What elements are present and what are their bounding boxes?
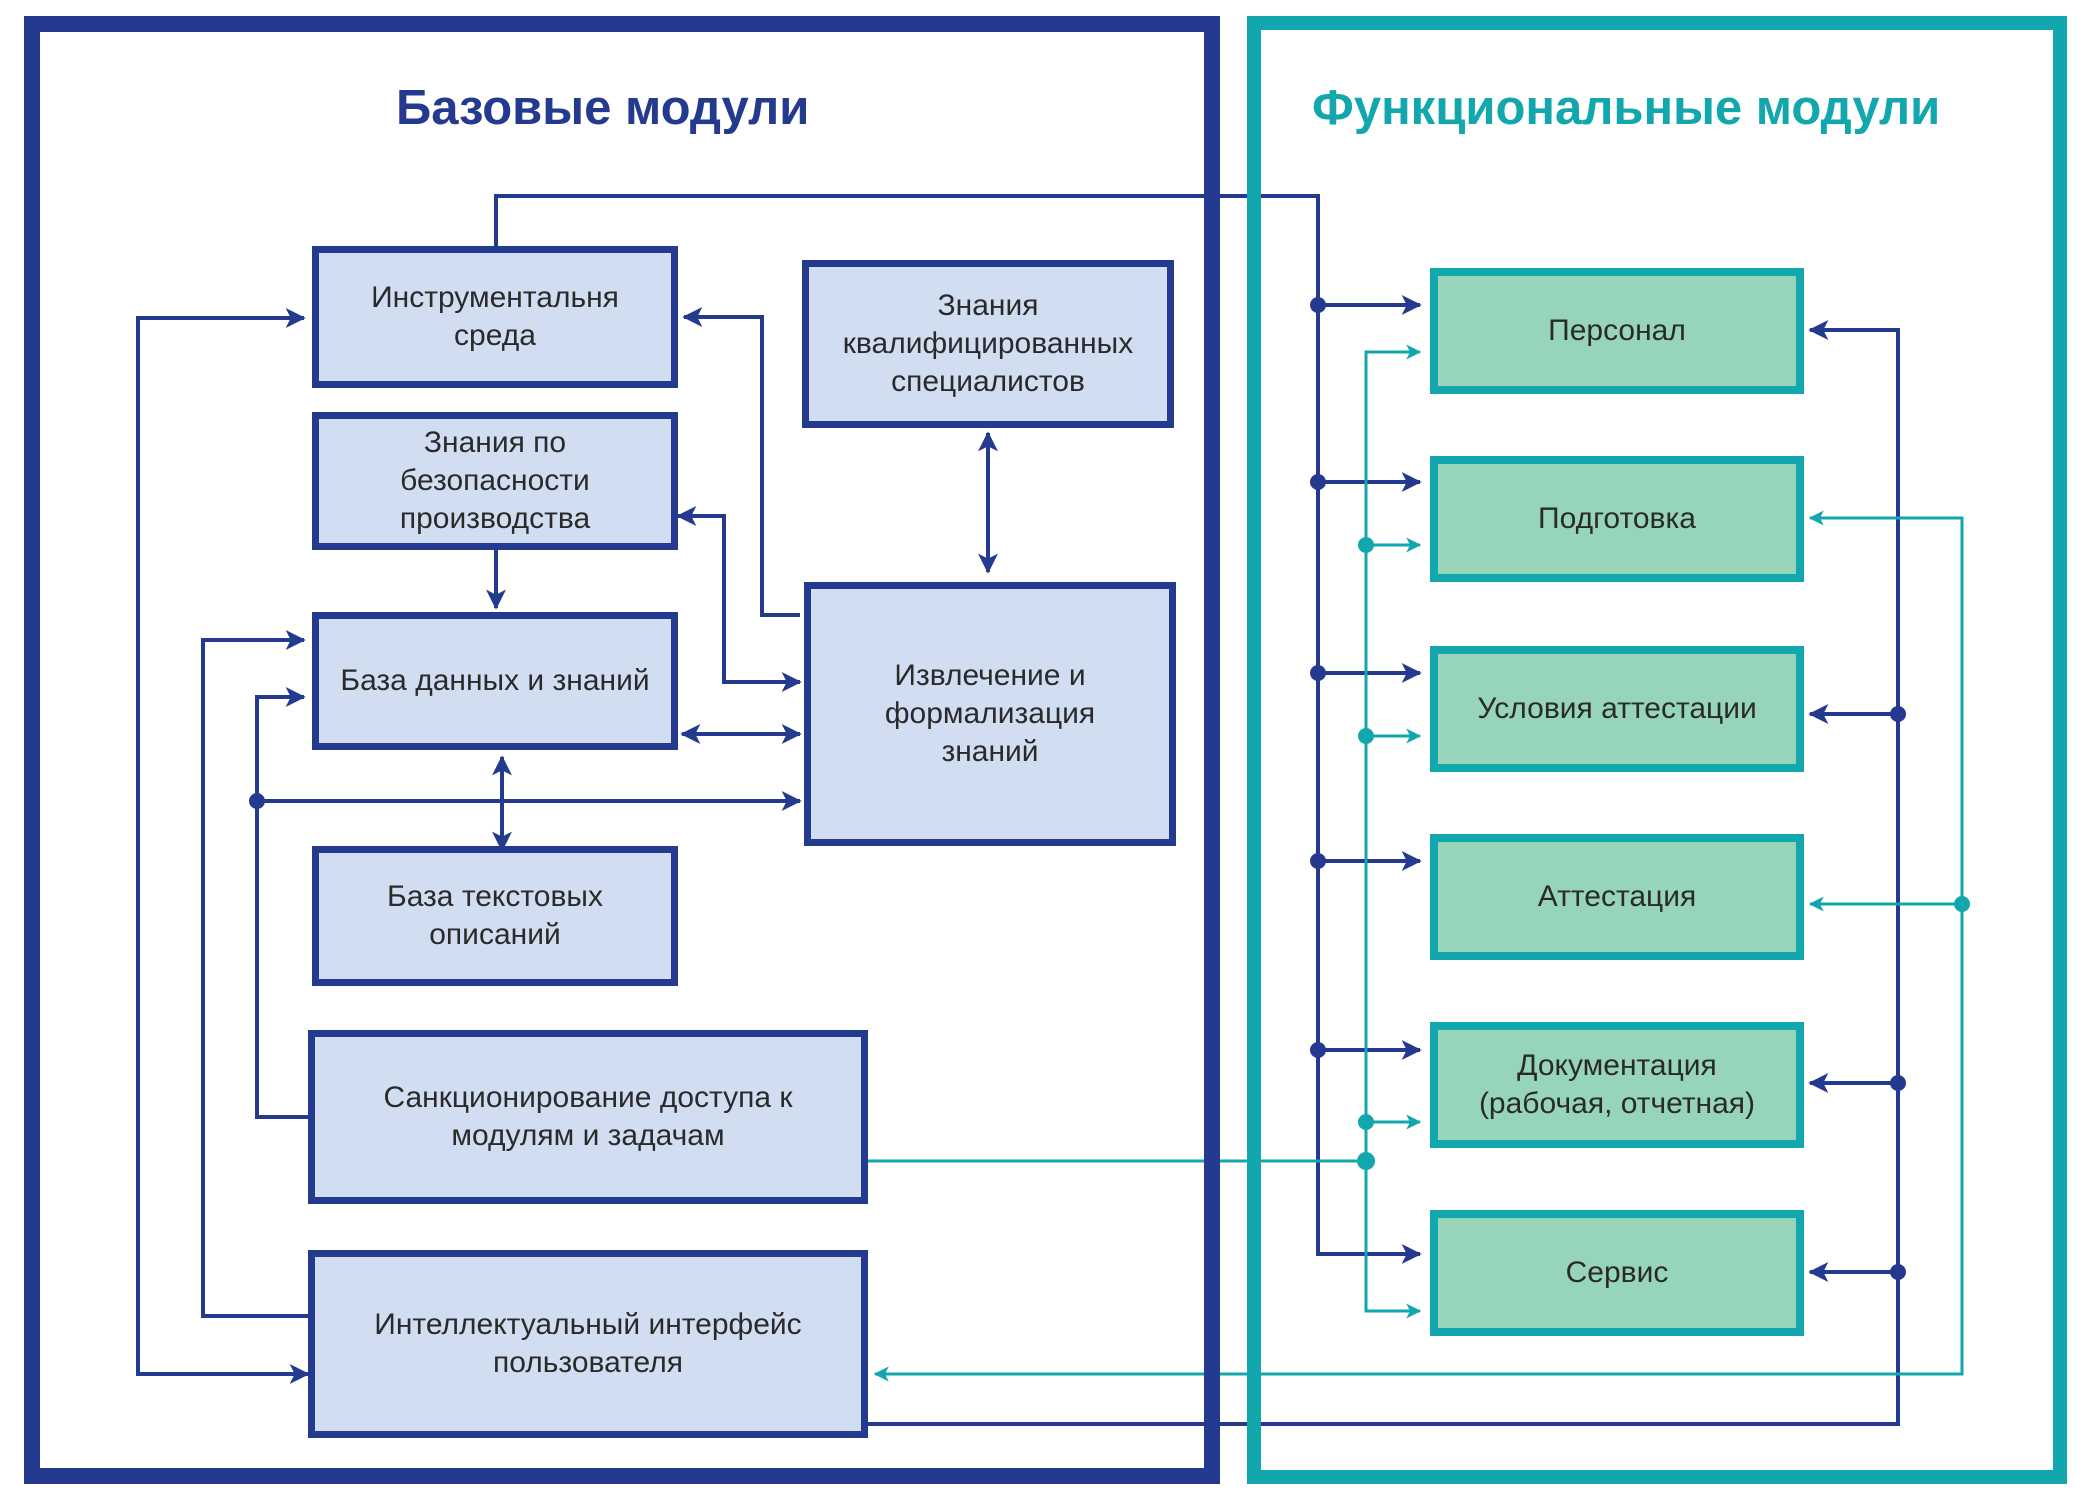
functional-modules-panel: [1247, 16, 2067, 1484]
junction-dot: [249, 793, 265, 809]
junction-dot: [1358, 537, 1374, 553]
loop-interface-to-instrumental: [136, 308, 310, 1384]
database-knowledge-box: База данных и знаний: [312, 612, 678, 750]
documentation-box: Документация (рабочая, отчетная): [1430, 1022, 1804, 1148]
knowledge-extraction-box: Извлечение и формализация знаний: [804, 582, 1176, 846]
interface-feedback-bus: [873, 510, 1964, 1382]
expert-knowledge-box: Знания квалифицированных специалистов: [802, 260, 1174, 428]
junction-dot: [1310, 474, 1326, 490]
certification-box: Аттестация: [1430, 834, 1804, 960]
base-panel-title: Базовые модули: [396, 81, 810, 135]
intelligent-interface-box: Интеллектуальный интерфейс пользователя: [308, 1250, 868, 1438]
instrumental-environment-box: Инструментальня среда: [312, 246, 678, 388]
junction-dot: [1358, 1114, 1374, 1130]
functional-connections: [866, 344, 1964, 1382]
junction-dot: [1890, 1264, 1906, 1280]
junction-dot: [1357, 1152, 1375, 1170]
training-box: Подготовка: [1430, 456, 1804, 582]
certification-conditions-box: Условия аттестации: [1430, 646, 1804, 772]
base-modules-panel: [24, 16, 1220, 1484]
functional-junctions: [1357, 537, 1970, 1170]
extraction-to-safety: [676, 506, 802, 692]
junction-dot: [1954, 896, 1970, 912]
loop-interface-to-database: [201, 630, 308, 1318]
junction-dot: [1310, 297, 1326, 313]
junction-dot: [1890, 1075, 1906, 1091]
safety-knowledge-box: Знания по безопасности производства: [312, 412, 678, 550]
func-panel-title: Функциональные модули: [1312, 81, 1941, 135]
personnel-box: Персонал: [1430, 268, 1804, 394]
text-descriptions-box: База текстовых описаний: [312, 846, 678, 986]
access-branch: [255, 687, 308, 1119]
junction-dot: [1358, 728, 1374, 744]
junction-dot: [1890, 706, 1906, 722]
service-box: Сервис: [1430, 1210, 1804, 1336]
func-return-bus: [868, 320, 1900, 1426]
access-authorization-box: Санкционирование доступа к модулям и зад…: [308, 1030, 868, 1204]
